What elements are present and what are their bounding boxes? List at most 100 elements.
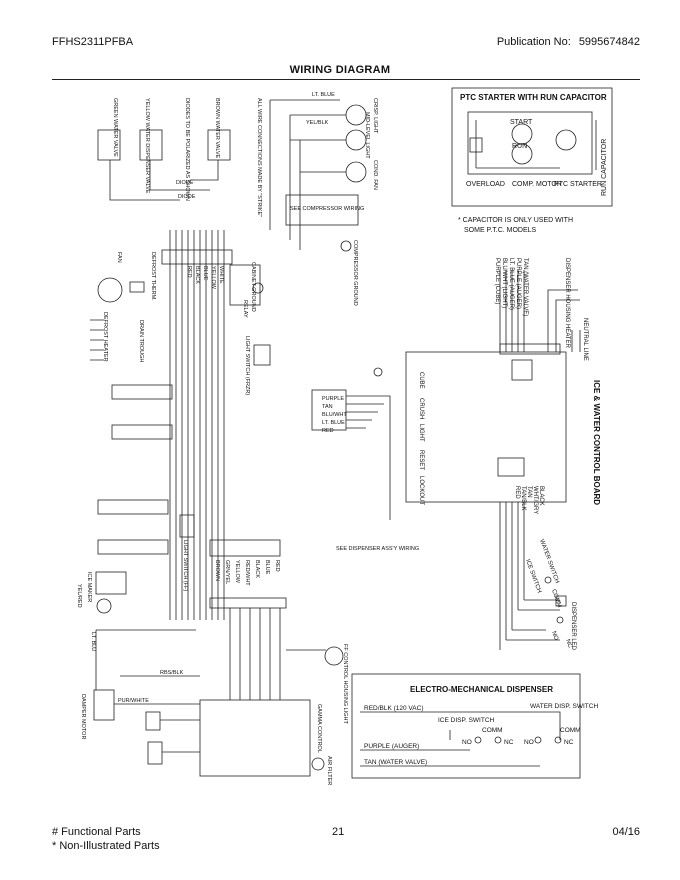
wire-purple-auger: PURPLE (AUGER) [515, 258, 521, 309]
em-red-blk: RED/BLK (120 VAC) [364, 705, 423, 712]
lower-harness [229, 608, 326, 700]
ptc-note-line1: * CAPACITOR IS ONLY USED WITH [458, 217, 573, 224]
footer-non-illustrated: * Non-Illustrated Parts [52, 840, 160, 852]
page-title: WIRING DIAGRAM [289, 64, 391, 76]
label-harness-brown: BROWN [214, 560, 220, 581]
ptc-start-label: START [510, 119, 533, 126]
run-winding-icon [511, 143, 533, 165]
page-number: 21 [332, 826, 345, 838]
ice-switch-contact-icon [556, 616, 564, 624]
label-lt-blue-top: LT. BLUE [312, 92, 335, 98]
fan-motor-icon [97, 277, 123, 303]
label-cabinet-ground: CABINET GROUND [250, 262, 256, 312]
thermistor-icon [145, 711, 161, 731]
label-harness-yellow: YELLOW [234, 560, 240, 584]
model-number: FFHS2311PFBA [52, 36, 134, 48]
overload-icon [469, 137, 483, 153]
label-defrost-therm: DEFROST THERM. [150, 252, 156, 301]
ptc-overload-label: OVERLOAD [466, 181, 505, 188]
electromech-dispenser-box [351, 673, 581, 779]
top-wiring [269, 99, 346, 250]
harness-connector-5 [97, 539, 169, 555]
label-mid-level: MID-LEVEL LIGHT [364, 112, 370, 159]
wire-tan-valve: TAN (WATER VALVE) [522, 258, 528, 316]
btn-lockout: LOCKOUT [418, 476, 424, 505]
ptc-inner-box [467, 111, 593, 175]
wire-lt-blue: LT. BLUE (AUGER) [508, 258, 514, 310]
label-h2-white: WHITE [218, 266, 224, 284]
light-bulb-icon [373, 367, 383, 377]
label-see-dispenser: SEE DISPENSER ASS'Y WIRING [336, 546, 419, 552]
btn-reset: RESET [418, 450, 424, 470]
green-water-valve-icon [97, 129, 121, 161]
label-harness-grn-yel: GRN/YEL [224, 560, 230, 584]
freezer-light-switch-icon [253, 344, 271, 366]
label-pur-white: PUR/WHITE [118, 698, 149, 704]
harness-connector-1 [161, 249, 233, 265]
wire-black: BLACK [538, 486, 544, 506]
ice-maker-icon [95, 571, 127, 595]
em-nc-water: NC [564, 739, 574, 746]
crisper-light-icon [345, 104, 367, 126]
ice-maker-motor-icon [96, 598, 112, 614]
ptc-starter-label: PTC STARTER [554, 181, 602, 188]
ptc-wiring [475, 120, 597, 170]
color-wires [346, 395, 391, 520]
btn-crush: CRUSH [418, 398, 424, 419]
cond-fan-icon [345, 161, 367, 183]
em-tan: TAN (WATER VALVE) [364, 759, 427, 766]
board-title: ICE & WATER CONTROL BOARD [592, 380, 601, 505]
ptc-title: PTC STARTER WITH RUN CAPACITOR [460, 93, 607, 102]
valve-wiring [109, 160, 219, 201]
label-harness-black: BLACK [254, 560, 260, 578]
defrost-therm-icon [129, 281, 145, 293]
ptc-run-cap-label: RUN CAPACITOR [601, 139, 608, 196]
ice-no-contact-icon [474, 736, 482, 744]
yellow-water-valve-icon [139, 129, 163, 161]
publication-number: Publication No:5995674842 [489, 36, 640, 48]
em-no-ice: NO [462, 739, 472, 746]
neutral-label: NEUTRAL LINE [582, 318, 588, 361]
label-fan: FAN [116, 252, 122, 263]
em-comm-water: COMM [560, 727, 581, 734]
label-h2-red: RED [186, 266, 192, 278]
em-title: ELECTRO-MECHANICAL DISPENSER [410, 685, 553, 694]
wire-blu-wht: BLU/WHT (LIGHT) [501, 258, 507, 308]
dispenser-wires [360, 711, 561, 767]
wire-red: RED [514, 486, 520, 499]
label-see-comp: SEE COMPRESSOR WIRING [290, 206, 364, 212]
ff-control-light-icon [324, 646, 344, 666]
ff-light-switch-icon [179, 514, 195, 538]
nc-label: NC [564, 639, 573, 650]
gamma-control-box [199, 699, 311, 777]
em-water-switch: WATER DISP. SWITCH [530, 703, 598, 710]
wire-wht-gry: WHT/GRY [532, 486, 538, 514]
harness-connector-4 [97, 499, 169, 515]
label-damper: DAMPER MOTOR [80, 694, 86, 739]
label-relay: RELAY [242, 300, 248, 318]
label-color-purple: PURPLE [322, 396, 344, 402]
brown-water-valve-icon [207, 129, 231, 161]
ice-switch-label: ICE SWITCH [524, 559, 542, 594]
heater-label: DISPENSER HOUSING HEATER [564, 258, 570, 349]
heater-wires [547, 289, 580, 352]
label-crisper: CRISP. LIGHT [372, 98, 378, 134]
label-color-red: RED [322, 428, 334, 434]
label-light-switch-frzr: LIGHT SWITCH (FRZR) [244, 336, 250, 395]
wire-purple-cube: PURPLE (CUBE) [494, 258, 500, 304]
mid-level-light-icon [345, 129, 367, 151]
label-gamma: GAMMA CONTROL [316, 704, 322, 753]
revision-date: 04/16 [612, 826, 640, 838]
neutral-wires [571, 330, 581, 352]
label-ice-maker: ICE MAKER [86, 572, 92, 602]
label-defrost-heater: DEFROST HEATER [102, 312, 108, 362]
label-h2-black: BLACK [194, 266, 200, 284]
header-divider [52, 79, 640, 80]
connector-j3-icon [497, 457, 525, 477]
label-yellow-valve: YELLOW WATER DISPENSER VALVE [144, 98, 150, 194]
comp-ground-icon [340, 240, 352, 252]
footer-functional: # Functional Parts [52, 826, 141, 838]
btn-cube: CUBE [418, 372, 424, 389]
publication-value: 5995674842 [578, 36, 640, 48]
